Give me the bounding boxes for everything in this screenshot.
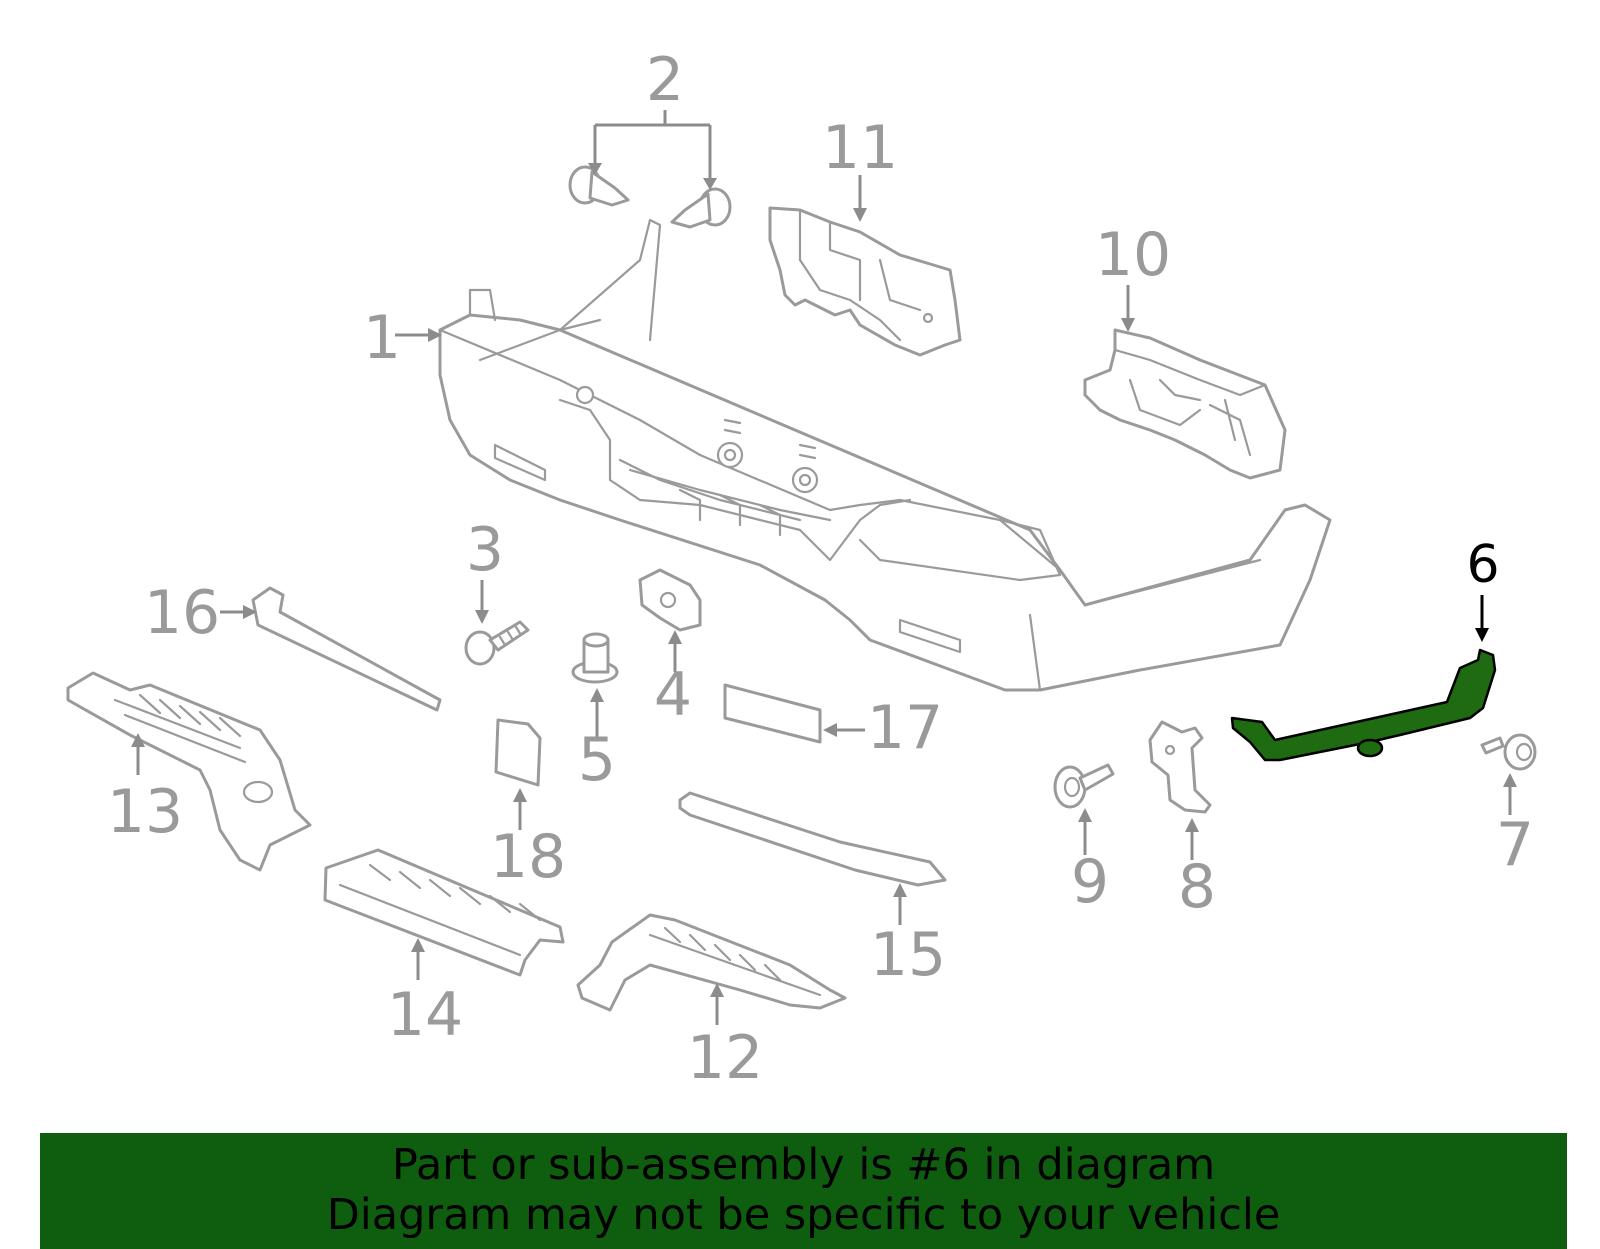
part-7-bolt[interactable]: [1480, 733, 1537, 771]
banner-line-1: Part or sub-assembly is #6 in diagram: [391, 1140, 1216, 1190]
part-9-bolt[interactable]: [1053, 763, 1115, 809]
part-14-step-pad[interactable]: [323, 848, 565, 977]
banner-line-2: Diagram may not be specific to your vehi…: [326, 1190, 1281, 1240]
part-info-banner: Part or sub-assembly is #6 in diagram Di…: [40, 1133, 1567, 1249]
part-1-rear-bumper[interactable]: [438, 218, 1332, 692]
part-2-push-pins[interactable]: [568, 165, 732, 229]
callout-7[interactable]: 7: [1496, 810, 1534, 880]
callout-1[interactable]: 1: [363, 303, 401, 373]
callout-8[interactable]: 8: [1178, 852, 1216, 922]
callout-labels: 2 1 11 10 3 4 5 16 17 18 13 14 12 15 9 8…: [107, 45, 1534, 1093]
part-8-bracket[interactable]: [1148, 720, 1212, 814]
callout-13[interactable]: 13: [107, 777, 183, 847]
callout-6[interactable]: 6: [1466, 535, 1499, 595]
leader-lines: [131, 110, 1517, 1025]
part-5-retainer[interactable]: [571, 632, 619, 684]
part-11-bracket[interactable]: [768, 206, 962, 357]
callout-3[interactable]: 3: [466, 515, 504, 585]
callout-17[interactable]: 17: [867, 693, 943, 763]
part-10-bracket[interactable]: [1083, 328, 1287, 480]
part-3-bolt[interactable]: [464, 620, 530, 666]
callout-9[interactable]: 9: [1071, 847, 1109, 917]
callout-15[interactable]: 15: [870, 920, 946, 990]
callout-14[interactable]: 14: [387, 980, 463, 1050]
part-18-pad[interactable]: [494, 718, 542, 787]
part-16-strip[interactable]: [251, 586, 442, 712]
callout-11[interactable]: 11: [822, 113, 898, 183]
part-13-step-pad[interactable]: [66, 671, 312, 872]
callout-18[interactable]: 18: [490, 822, 566, 892]
part-4-clip[interactable]: [638, 568, 702, 632]
callout-12[interactable]: 12: [687, 1023, 763, 1093]
callout-5[interactable]: 5: [578, 725, 616, 795]
part-12-step-pad[interactable]: [576, 913, 847, 1012]
callout-16[interactable]: 16: [144, 578, 220, 648]
callout-10[interactable]: 10: [1095, 220, 1171, 290]
callout-4[interactable]: 4: [654, 660, 692, 730]
part-6-highlighted-bracket[interactable]: [1230, 648, 1497, 762]
part-17-pad[interactable]: [723, 683, 822, 744]
callout-2[interactable]: 2: [646, 45, 684, 115]
part-15-strip[interactable]: [678, 791, 947, 887]
